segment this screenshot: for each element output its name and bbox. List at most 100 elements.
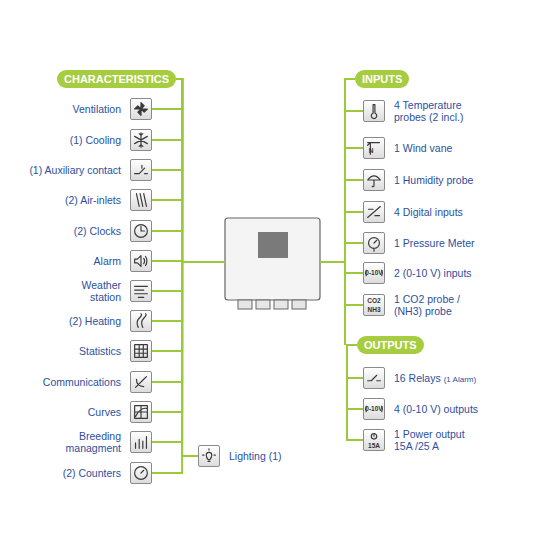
item-label: (1) Auxiliary contact [11, 164, 121, 176]
header-pill: OUTPUTS [357, 336, 424, 354]
item-text: (1) Auxiliary contact [29, 164, 121, 176]
icon-box: 1 Wind vane [363, 137, 385, 159]
item-text: Lighting (1) [229, 450, 282, 462]
icon-box: Alarm [130, 250, 152, 272]
icon-box: Curves [130, 401, 152, 423]
connector [347, 345, 363, 440]
connector [347, 345, 363, 409]
connector [152, 79, 182, 261]
icon-text: N [369, 148, 374, 155]
connector [152, 79, 182, 321]
icon-box: (2) Counters [130, 462, 152, 484]
header-pill: INPUTS [355, 70, 409, 88]
connector [152, 79, 182, 231]
item-text: (1) Cooling [70, 134, 121, 146]
icon-box: 4 Digital inputs [363, 201, 385, 223]
icon-text: 15A [368, 443, 380, 450]
connector [152, 79, 182, 473]
connector [152, 79, 182, 351]
connector-gland [256, 300, 270, 309]
item-text: Curves [88, 406, 121, 418]
connector-gland [238, 300, 252, 309]
icon-text: 0-10V [365, 270, 382, 277]
icon-box: Weather station [130, 280, 152, 302]
icon-glyph [131, 190, 151, 210]
icon-glyph [364, 368, 384, 388]
bus-line [344, 305, 346, 345]
item-text: Statistics [79, 345, 121, 357]
icon-box: 16 Relays(1 Alarm) [363, 367, 385, 389]
item-label: (1) Cooling [29, 134, 121, 146]
item-label: Curves [29, 406, 121, 418]
icon-box: Ventilation [130, 98, 152, 120]
icon-text: NH3 [367, 307, 380, 314]
controller-unit [225, 218, 320, 309]
icon-glyph [364, 233, 384, 253]
header-pill: CHARACTERISTICS [57, 70, 176, 88]
controller-display [258, 232, 288, 258]
connector [345, 79, 363, 180]
connector [152, 79, 182, 412]
item-text: 1 Humidity probe [394, 174, 473, 186]
icon-glyph [131, 130, 151, 150]
icon-glyph [364, 202, 384, 222]
item-text: 1 Pressure Meter [394, 237, 475, 249]
connector [152, 79, 182, 382]
icon-box: Lighting (1) [198, 445, 220, 467]
icon-glyph [131, 251, 151, 271]
item-text: (2) Counters [63, 467, 121, 479]
icon-glyph [364, 101, 384, 121]
item-label: 2 (0-10 V) inputs [394, 267, 524, 279]
connector [152, 79, 182, 442]
item-label: Breeding managment [51, 430, 121, 454]
icon-box: (1) Auxiliary contact [130, 159, 152, 181]
connector-gland [292, 300, 306, 309]
item-text: Communications [43, 376, 121, 388]
connector [345, 79, 363, 273]
item-text: 4 Digital inputs [394, 206, 463, 218]
item-text: (2) Air-inlets [65, 194, 121, 206]
item-text: Ventilation [73, 103, 121, 115]
item-text: 2 (0-10 V) inputs [394, 267, 472, 279]
item-label: Statistics [29, 345, 121, 357]
connector [345, 79, 363, 243]
bus-line [320, 261, 345, 263]
item-text: Weather station [82, 279, 122, 303]
item-label: Communications [29, 376, 121, 388]
item-label: Alarm [29, 255, 121, 267]
header-text: OUTPUTS [364, 339, 417, 351]
item-label: (2) Counters [29, 467, 121, 479]
connector [152, 79, 182, 140]
icon-glyph [131, 99, 151, 119]
item-text: 16 Relays [394, 372, 441, 384]
icon-glyph [131, 281, 151, 301]
icon-box: (2) Air-inlets [130, 189, 152, 211]
item-text: 1 Wind vane [394, 142, 452, 154]
item-label: 1 CO2 probe / (NH3) probe [394, 293, 476, 317]
header-text: CHARACTERISTICS [64, 73, 169, 85]
item-label: 4 (0-10 V) outputs [394, 403, 524, 415]
icon-box: (2) Heating [130, 310, 152, 332]
item-text: Breeding managment [66, 430, 121, 454]
icon-text: 0-10V [365, 406, 382, 413]
controller-housing [225, 218, 320, 300]
item-label: 1 Humidity probe [394, 174, 524, 186]
icon-glyph [131, 311, 151, 331]
item-text: (2) Clocks [74, 225, 121, 237]
icon-text: CO2 [367, 298, 380, 305]
icon-glyph [199, 446, 219, 466]
item-label: (2) Air-inlets [29, 194, 121, 206]
connector [152, 79, 182, 200]
icon-glyph [364, 138, 384, 158]
item-label: 1 Power output 15A /25 A [394, 428, 480, 452]
item-label: Lighting (1) [229, 450, 319, 462]
icon-glyph [131, 341, 151, 361]
icon-glyph [364, 170, 384, 190]
item-label: 4 Temperature probes (2 incl.) [394, 99, 474, 123]
icon-box: 4 Temperature probes (2 incl.) [363, 100, 385, 122]
icon-box: (2) Clocks [130, 220, 152, 242]
icon-glyph [131, 372, 151, 392]
item-label: 16 Relays(1 Alarm) [394, 372, 524, 384]
item-text: (1 Alarm) [444, 375, 476, 384]
